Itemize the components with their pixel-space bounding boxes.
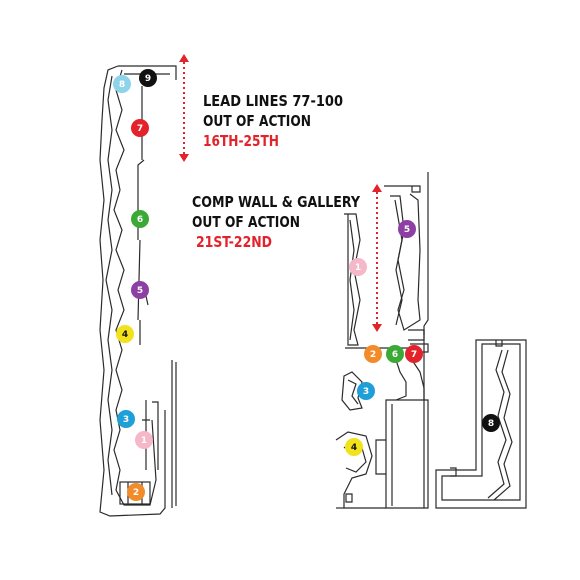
lead-lines-notice: LEAD LINES 77-100 OUT OF ACTION 16TH-25T…: [203, 92, 343, 150]
marker-right-7-circle: [405, 345, 423, 363]
marker-left-6-circle: [131, 210, 149, 228]
comp-wall-title: COMP WALL & GALLERY: [192, 193, 360, 211]
lead-lines-title: LEAD LINES 77-100: [203, 92, 343, 110]
marker-right-6[interactable]: 6: [386, 345, 404, 363]
comp-wall-arrow: [372, 184, 382, 332]
marker-left-2-circle: [127, 483, 145, 501]
marker-left-3-circle: [117, 410, 135, 428]
marker-right-4[interactable]: 4: [345, 438, 363, 456]
marker-right-4-label: 4: [351, 443, 357, 453]
marker-right-6-circle: [386, 345, 404, 363]
marker-left-9-circle: [139, 69, 157, 87]
marker-left-7-label: 7: [137, 124, 143, 134]
marker-right-6-label: 6: [392, 350, 398, 360]
marker-right-5[interactable]: 5: [398, 220, 416, 238]
marker-left-5[interactable]: 5: [131, 281, 149, 299]
marker-right-4-circle: [345, 438, 363, 456]
right-complex-outline: [335, 172, 429, 509]
marker-left-6[interactable]: 6: [131, 210, 149, 228]
marker-left-2-label: 2: [133, 488, 139, 498]
comp-wall-dates: 21ST-22ND: [196, 233, 272, 251]
marker-left-5-circle: [131, 281, 149, 299]
marker-left-8-circle: [113, 75, 131, 93]
marker-left-5-label: 5: [137, 286, 143, 296]
marker-right-7-label: 7: [411, 350, 417, 360]
marker-left-1-circle: [135, 431, 153, 449]
marker-right-7[interactable]: 7: [405, 345, 423, 363]
marker-left-9[interactable]: 9: [139, 69, 157, 87]
marker-right-3[interactable]: 3: [357, 382, 375, 400]
marker-left-2[interactable]: 2: [127, 483, 145, 501]
marker-right-1-circle: [349, 258, 367, 276]
marker-left-4-circle: [116, 325, 134, 343]
marker-left-7[interactable]: 7: [131, 119, 149, 137]
marker-right-3-label: 3: [363, 387, 369, 397]
lead-lines-dates: 16TH-25TH: [203, 132, 279, 150]
marker-left-4-label: 4: [122, 330, 128, 340]
lead-lines-status: OUT OF ACTION: [203, 112, 311, 130]
marker-left-6-label: 6: [137, 215, 143, 225]
marker-right-8[interactable]: 8: [482, 414, 500, 432]
lead-lines-arrow: [179, 54, 189, 162]
marker-left-3-label: 3: [123, 415, 129, 425]
marker-left-3[interactable]: 3: [117, 410, 135, 428]
marker-left-8[interactable]: 8: [113, 75, 131, 93]
marker-right-1[interactable]: 1: [349, 258, 367, 276]
marker-left-8-label: 8: [119, 80, 125, 90]
marker-left-4[interactable]: 4: [116, 325, 134, 343]
marker-right-5-label: 5: [404, 225, 410, 235]
marker-left-1-label: 1: [141, 436, 147, 446]
marker-right-8-circle: [482, 414, 500, 432]
comp-wall-status: OUT OF ACTION: [192, 213, 300, 231]
marker-right-2-circle: [364, 345, 382, 363]
marker-right-1-label: 1: [355, 263, 361, 273]
marker-left-1[interactable]: 1: [135, 431, 153, 449]
marker-right-8-label: 8: [488, 419, 494, 429]
right-l-block-outline: [435, 339, 527, 509]
marker-left-7-circle: [131, 119, 149, 137]
marker-right-2-label: 2: [370, 350, 376, 360]
comp-wall-notice: COMP WALL & GALLERY OUT OF ACTION 21ST-2…: [192, 193, 360, 251]
marker-left-9-label: 9: [145, 74, 151, 84]
marker-right-3-circle: [357, 382, 375, 400]
marker-right-2[interactable]: 2: [364, 345, 382, 363]
marker-right-5-circle: [398, 220, 416, 238]
